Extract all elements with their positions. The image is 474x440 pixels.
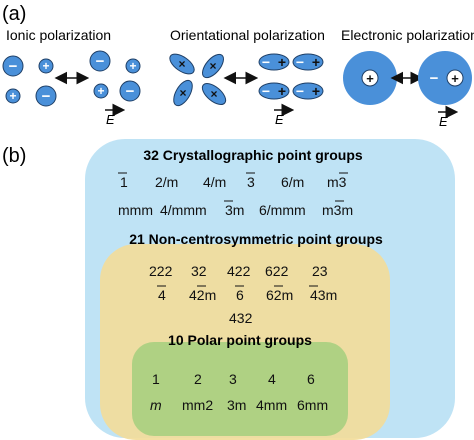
point-group: 6/m xyxy=(281,174,304,190)
crystallographic-row1: 1 2/m 4/m 3 6/m m3 xyxy=(118,172,348,190)
point-group: 4 xyxy=(268,371,276,387)
cross-sign: × xyxy=(210,87,217,101)
point-group: 6/mmm xyxy=(259,202,306,218)
polar-title: 10 Polar point groups xyxy=(168,332,312,348)
point-group: 1 xyxy=(120,174,128,190)
minus-sign: − xyxy=(262,54,270,70)
minus-sign: − xyxy=(96,53,105,70)
plus-sign: + xyxy=(129,59,136,73)
polar-region xyxy=(132,342,348,436)
ion-plus xyxy=(5,88,21,104)
cross-sign: × xyxy=(178,57,185,71)
ion-minus xyxy=(89,50,111,72)
point-group: 4 xyxy=(158,287,166,303)
point-group: 2 xyxy=(194,371,202,387)
point-group: 43m xyxy=(310,287,337,303)
plus-sign: + xyxy=(451,71,459,86)
point-group: 622 xyxy=(265,263,289,279)
minus-sign: − xyxy=(430,70,439,87)
point-group: 3 xyxy=(247,174,255,190)
panel-a-label: (a) xyxy=(2,3,26,25)
point-group: 62m xyxy=(266,287,293,303)
point-group: 42m xyxy=(189,287,216,303)
point-group: 1 xyxy=(152,371,160,387)
point-group: 6 xyxy=(236,287,244,303)
point-group: 222 xyxy=(149,263,173,279)
plus-sign: + xyxy=(42,59,49,73)
minus-sign: − xyxy=(262,83,270,99)
noncentrosymmetric-title: 21 Non-centrosymmetric point groups xyxy=(129,231,383,247)
ion-plus xyxy=(125,58,141,74)
plus-sign: + xyxy=(9,89,16,103)
dipole xyxy=(292,82,324,100)
plus-sign: + xyxy=(366,71,374,86)
point-group: m xyxy=(150,397,162,413)
point-group: 2/m xyxy=(155,174,178,190)
nucleus xyxy=(446,69,464,87)
point-group: 6 xyxy=(307,371,315,387)
electron-cloud xyxy=(418,51,472,105)
plus-sign: + xyxy=(278,54,286,70)
plus-sign: + xyxy=(312,83,320,99)
ion-minus xyxy=(119,80,141,102)
cross-sign: × xyxy=(209,59,216,73)
point-group: m3 xyxy=(327,174,347,190)
ion-minus xyxy=(35,85,57,107)
random-dipoles: × × × × xyxy=(169,53,227,107)
electronic-polarization-title: Electronic polarization xyxy=(341,27,474,43)
minus-sign: − xyxy=(126,83,135,100)
ionic-ions: − + + − − + + − xyxy=(2,50,141,107)
field-label: E xyxy=(106,112,115,127)
crystallographic-title: 32 Crystallographic point groups xyxy=(143,147,363,163)
point-group: 432 xyxy=(229,310,253,326)
crystallographic-row2: mmm 4/mmm 3m 6/mmm m3m xyxy=(118,200,353,218)
minus-sign: − xyxy=(296,54,304,70)
ion-minus xyxy=(2,55,24,77)
minus-sign: − xyxy=(296,83,304,99)
dipole xyxy=(202,53,224,79)
dipole xyxy=(258,53,290,71)
point-group: 3 xyxy=(229,371,237,387)
point-group: 422 xyxy=(227,263,251,279)
dipole xyxy=(292,53,324,71)
dipole xyxy=(201,83,227,105)
point-group: m3m xyxy=(322,202,353,218)
noncentro-row1: 222 32 422 622 23 xyxy=(149,263,328,279)
minus-sign: − xyxy=(9,58,18,75)
plus-sign: + xyxy=(312,54,320,70)
nucleus xyxy=(361,69,379,87)
minus-sign: − xyxy=(42,88,51,105)
dipole xyxy=(169,53,195,75)
ion-plus xyxy=(93,83,109,99)
field-label: E xyxy=(275,112,284,127)
point-group: 6mm xyxy=(297,397,328,413)
polar-row2: m mm2 3m 4mm 6mm xyxy=(150,397,328,413)
point-group: 4/m xyxy=(203,174,226,190)
aligned-dipoles: − + − + − + − + xyxy=(258,53,324,100)
point-group: mmm xyxy=(118,202,153,218)
plus-sign: + xyxy=(278,83,286,99)
panel-b-label: (b) xyxy=(2,145,26,167)
noncentro-row2: 4 42m 6 62m 43m xyxy=(157,285,337,303)
polar-row1: 1 2 3 4 6 xyxy=(152,371,315,387)
dipole xyxy=(173,79,193,107)
ion-plus xyxy=(38,58,54,74)
point-group: 3m xyxy=(227,397,246,413)
point-group: 3m xyxy=(225,202,244,218)
dipole xyxy=(258,82,290,100)
point-group: 32 xyxy=(191,263,207,279)
orientational-polarization-title: Orientational polarization xyxy=(170,27,325,43)
field-label: E xyxy=(439,114,448,129)
point-group: 23 xyxy=(312,263,328,279)
point-group: 4mm xyxy=(256,397,287,413)
ionic-polarization-title: Ionic polarization xyxy=(6,27,111,43)
plus-sign: + xyxy=(97,84,104,98)
cross-sign: × xyxy=(179,86,186,100)
point-group: mm2 xyxy=(182,397,213,413)
point-group: 4/mmm xyxy=(160,202,207,218)
electron-clouds: + − + xyxy=(343,51,472,105)
